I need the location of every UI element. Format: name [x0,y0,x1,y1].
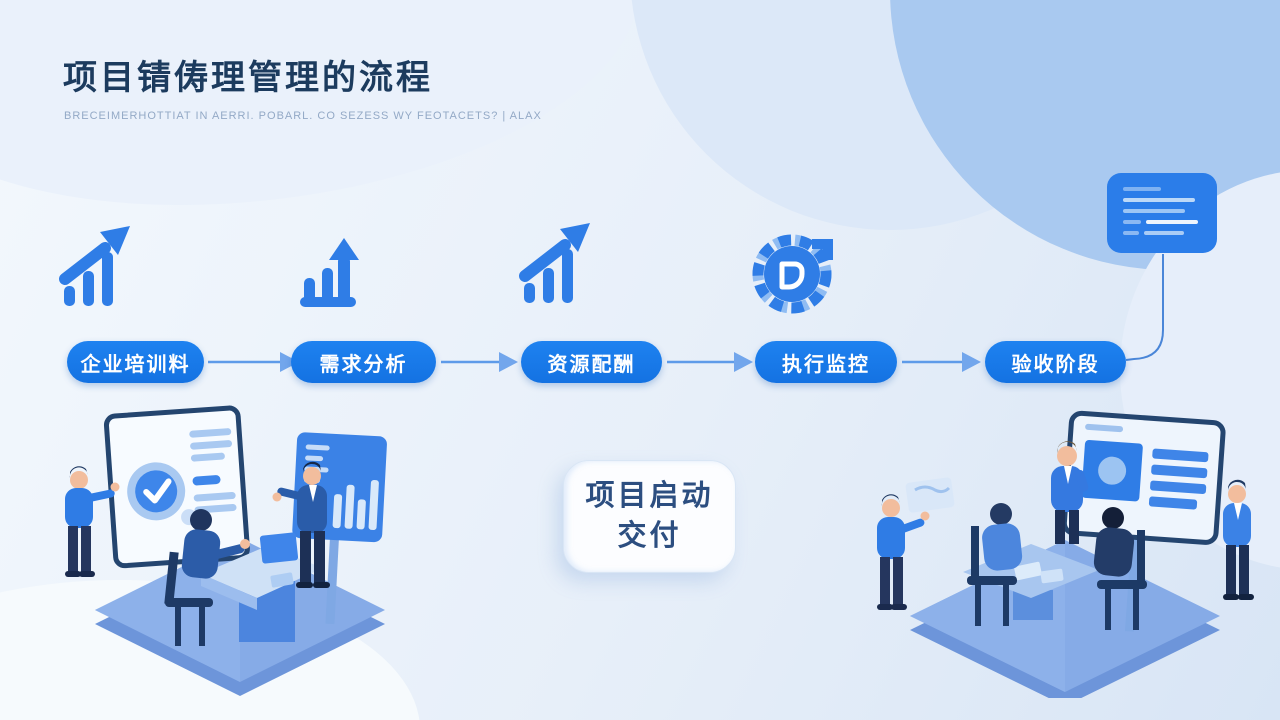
bar-chart-rise-icon [59,226,130,306]
page-title: 项目锖俦理管理的流程 [63,59,433,97]
doc-text-line [1123,220,1141,224]
doc-text-line [1123,187,1161,191]
step-pill-5: 验收阶段 [985,341,1126,383]
doc-text-line [1123,209,1185,213]
doc-text-line [1123,231,1139,235]
doc-text-line [1123,198,1195,202]
bar-chart-rise-icon [519,223,590,303]
step-pill-4: 执行监控 [755,341,897,383]
callout-box: 项目启动 交付 [563,460,736,573]
arrow-head-icon [962,352,981,372]
step-pill-2: 需求分析 [291,341,436,383]
step-pill-3: 资源配酬 [521,341,662,383]
illustration-right-meeting [877,410,1254,698]
arrow-head-icon [499,352,518,372]
background-blob [0,0,658,246]
step-pill-1: 企业培训料 [67,341,204,383]
doc-text-line [1144,231,1184,235]
page-subtitle: BRECEIMERHOTTIAT IN AERRI. POBARL. CO SE… [64,110,542,122]
doc-text-line [1146,220,1198,224]
arrow-head-icon [734,352,753,372]
illustration-left-team-review [65,405,387,696]
callout-line-2: 交付 [617,519,682,552]
bar-chart-arrow-up-icon [300,238,359,307]
callout-line-1: 项目启动 [585,480,714,513]
document-card-icon [1107,173,1217,253]
gear-icon [752,234,833,314]
